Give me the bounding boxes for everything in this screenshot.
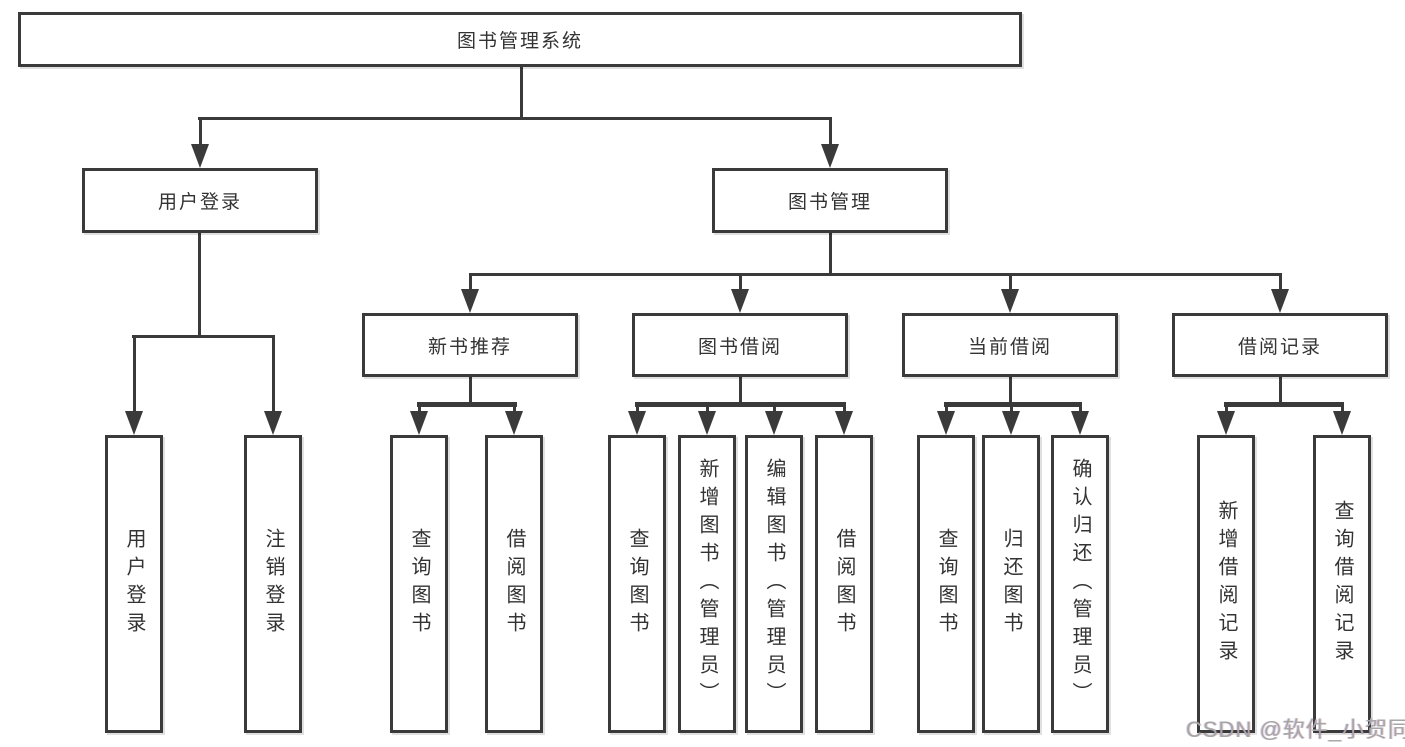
arrow-down-icon [937, 411, 955, 435]
node-user-login: 用户登录 [82, 168, 318, 233]
leaf-borrow-books: 借阅图书 [485, 435, 543, 733]
node-current-borrow: 当前借阅 [902, 313, 1118, 377]
leaf-label: 注销登录 [262, 528, 284, 640]
connector-leaf-bar [944, 402, 1082, 407]
connector-user-login-shaft [199, 117, 202, 147]
connector-leaf-shaft [636, 402, 639, 414]
node-borrow-records: 借阅记录 [1172, 313, 1388, 377]
leaf-label: 归还图书 [1000, 528, 1022, 640]
leaf-label: 编辑图书（管理员） [763, 458, 785, 710]
node-book-management: 图书管理 [712, 168, 948, 233]
node-book-borrow: 图书借阅 [632, 313, 848, 377]
arrow-down-icon [628, 411, 646, 435]
leaf-add-books-admin: 新增图书（管理员） [678, 435, 736, 733]
node-root-system: 图书管理系统 [18, 12, 1022, 67]
arrow-down-icon [1002, 411, 1020, 435]
leaf-user-login: 用户登录 [105, 435, 163, 733]
connector-stem [469, 375, 472, 405]
connector-stem [1009, 375, 1012, 405]
connector-leaf-shaft [1010, 402, 1013, 414]
node-new-book-recommend: 新书推荐 [362, 313, 578, 377]
leaf-label: 用户登录 [123, 528, 145, 640]
leaf-query-books: 查询图书 [390, 435, 448, 733]
connector-leaf-bar [417, 402, 517, 407]
leaf-label: 借阅图书 [833, 528, 855, 640]
csdn-watermark: CSDN @软件_小贺同学 [1186, 717, 1405, 742]
connector-leaf-shaft [706, 402, 709, 414]
connector-level3-shaft [469, 273, 472, 291]
leaf-label: 新增图书（管理员） [696, 458, 718, 710]
leaf-return-books: 归还图书 [982, 435, 1040, 733]
leaf-query-books: 查询图书 [608, 435, 666, 733]
connector-leaf-shaft [1079, 402, 1082, 414]
connector-leaf-shaft [843, 402, 846, 414]
arrow-down-icon [821, 144, 839, 168]
leaf-label: 确认归还（管理员） [1069, 458, 1091, 710]
connector-leaf-shaft [773, 402, 776, 414]
arrow-down-icon [125, 411, 143, 435]
leaf-label: 查询图书 [935, 528, 957, 640]
connector-user-login-bar [132, 335, 275, 338]
connector-level3-bar [469, 273, 1282, 276]
connector-leaf-shaft [272, 335, 275, 413]
connector-level3-shaft [1009, 273, 1012, 291]
leaf-label: 新增借阅记录 [1215, 500, 1237, 668]
arrow-down-icon [1271, 289, 1289, 313]
leaf-query-borrow-record: 查询借阅记录 [1313, 435, 1371, 733]
arrow-down-icon [1217, 411, 1235, 435]
connector-leaf-bar [635, 402, 846, 407]
arrow-down-icon [835, 411, 853, 435]
connector-leaf-shaft [513, 402, 516, 414]
arrow-down-icon [731, 289, 749, 313]
arrow-down-icon [765, 411, 783, 435]
arrow-down-icon [461, 289, 479, 313]
connector-leaf-shaft [1341, 402, 1344, 414]
leaf-edit-books-admin: 编辑图书（管理员） [745, 435, 803, 733]
connector-stem [1279, 375, 1282, 405]
arrow-down-icon [505, 411, 523, 435]
arrow-down-icon [264, 411, 282, 435]
leaf-label: 查询图书 [626, 528, 648, 640]
arrow-down-icon [698, 411, 716, 435]
leaf-label: 查询图书 [408, 528, 430, 640]
connector-stem [739, 375, 742, 405]
leaf-query-books: 查询图书 [917, 435, 975, 733]
arrow-down-icon [1071, 411, 1089, 435]
connector-level3-shaft [1279, 273, 1282, 291]
arrow-down-icon [410, 411, 428, 435]
connector-leaf-shaft [133, 335, 136, 413]
arrow-down-icon [191, 144, 209, 168]
leaf-borrow-books: 借阅图书 [815, 435, 873, 733]
connector-book-mgmt-stem [829, 231, 832, 276]
connector-level2-bar [198, 117, 832, 120]
leaf-add-borrow-record: 新增借阅记录 [1197, 435, 1255, 733]
connector-leaf-shaft [945, 402, 948, 414]
leaf-label: 查询借阅记录 [1331, 500, 1353, 668]
connector-book-mgmt-shaft [829, 117, 832, 147]
connector-leaf-bar [1224, 402, 1344, 407]
connector-root-stem [520, 65, 523, 119]
leaf-confirm-return-admin: 确认归还（管理员） [1051, 435, 1109, 733]
arrow-down-icon [1333, 411, 1351, 435]
arrow-down-icon [1001, 289, 1019, 313]
connector-level3-shaft [739, 273, 742, 291]
connector-leaf-shaft [418, 402, 421, 414]
connector-user-login-stem [198, 231, 201, 338]
connector-leaf-shaft [1225, 402, 1228, 414]
leaf-label: 借阅图书 [503, 528, 525, 640]
leaf-logout: 注销登录 [244, 435, 302, 733]
